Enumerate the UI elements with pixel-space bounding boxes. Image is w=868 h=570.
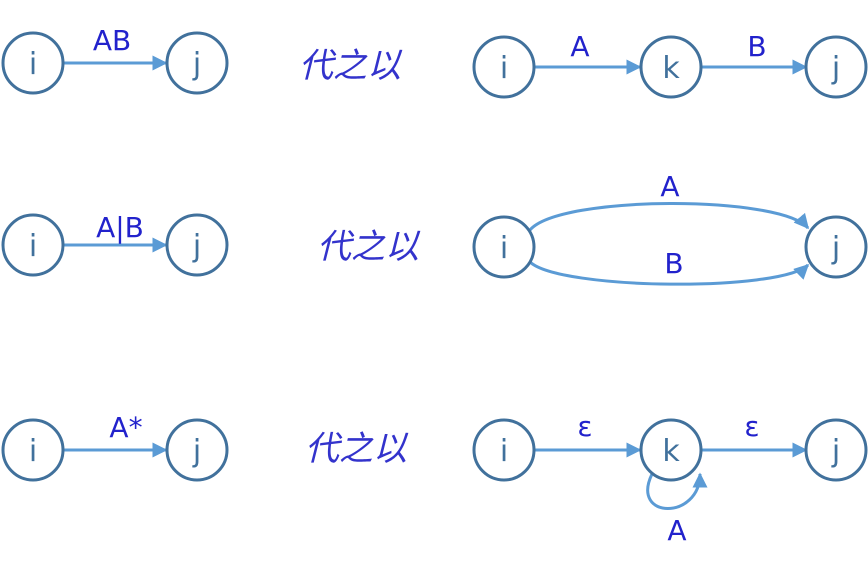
state-label: i [500, 51, 508, 86]
state-node-j [804, 35, 868, 99]
self-loop-edge [646, 472, 708, 510]
edge-label-left: AB [93, 24, 131, 57]
edge-right-a [528, 202, 810, 232]
edge-label-left: A* [109, 411, 142, 444]
edge-right-b [528, 260, 810, 286]
edge-label-b: B [664, 247, 683, 280]
rule-kleene-star: A* i j 代之以 ε ε A i k j [1, 410, 868, 547]
state-node-k [639, 418, 703, 482]
rule-concatenation: AB i j 代之以 A B i k j [1, 24, 868, 99]
state-label: k [662, 51, 680, 86]
state-node-i [1, 418, 65, 482]
state-label: k [662, 434, 680, 469]
edge-label-b: B [747, 30, 766, 63]
replace-text: 代之以 [317, 227, 421, 267]
state-node-i [472, 35, 536, 99]
state-label: i [29, 47, 37, 82]
state-node-i [472, 215, 536, 279]
state-node-j [165, 31, 229, 95]
state-label: j [192, 434, 201, 469]
replace-text: 代之以 [305, 429, 409, 469]
state-node-j [804, 418, 868, 482]
edge-label-a: A [570, 30, 589, 63]
state-node-k [639, 35, 703, 99]
state-node-i [1, 213, 65, 277]
edge-label-a: A [660, 170, 679, 203]
replace-text: 代之以 [299, 46, 403, 86]
self-loop-label: A [667, 514, 686, 547]
edge-label-epsilon: ε [577, 410, 592, 443]
state-label: i [29, 229, 37, 264]
state-label: j [831, 434, 840, 469]
state-label: i [29, 434, 37, 469]
state-label: j [192, 47, 201, 82]
state-label: j [192, 229, 201, 264]
state-node-j [165, 418, 229, 482]
state-node-j [804, 215, 868, 279]
edge-label-left: A|B [96, 211, 144, 244]
state-node-i [472, 418, 536, 482]
state-label: j [831, 51, 840, 86]
state-node-i [1, 31, 65, 95]
state-node-j [165, 213, 229, 277]
state-label: i [500, 434, 508, 469]
state-label: i [500, 231, 508, 266]
state-label: j [831, 231, 840, 266]
edge-label-epsilon: ε [744, 410, 759, 443]
rule-alternation: A|B i j 代之以 A B i j [1, 170, 868, 286]
